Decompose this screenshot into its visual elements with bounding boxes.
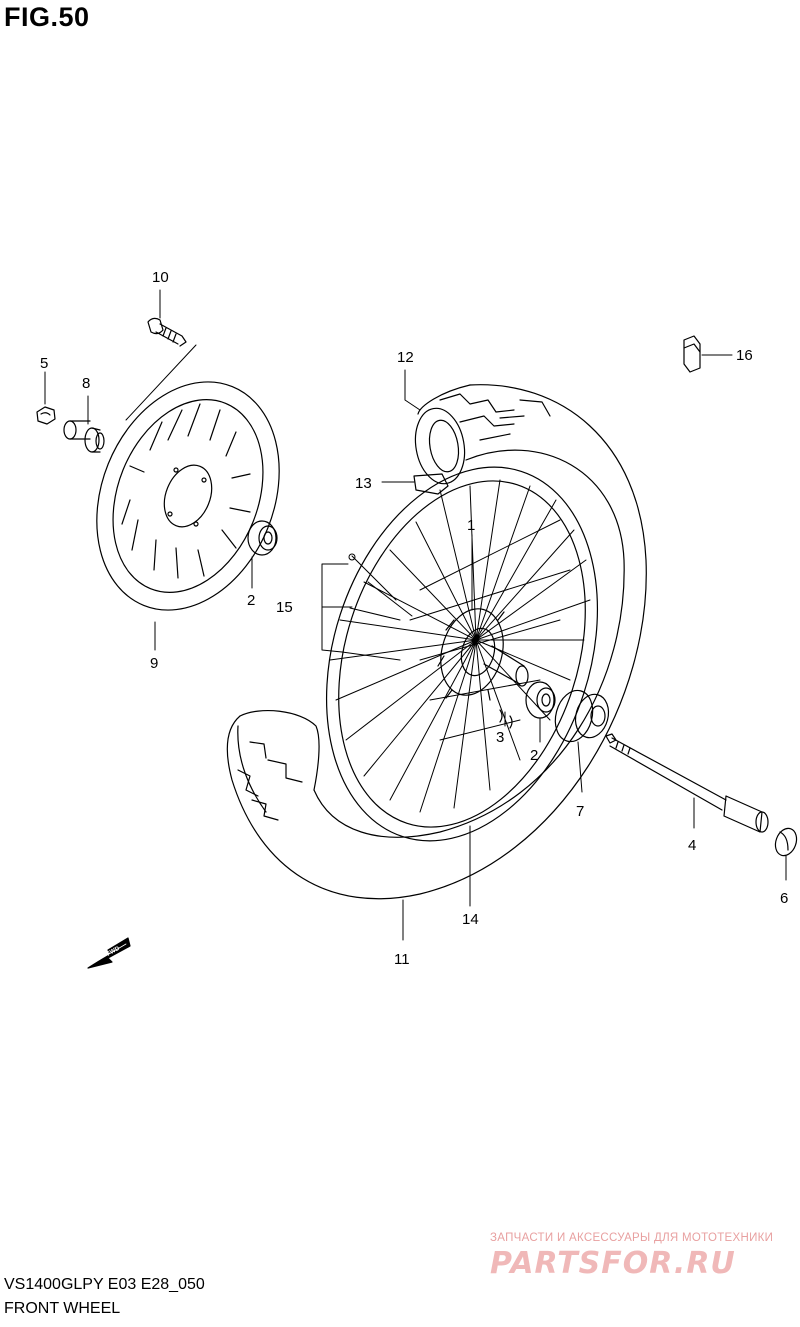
callout-7: 7 [576,803,584,820]
axle-cap [774,827,798,881]
callout-15: 15 [276,599,293,616]
callout-5: 5 [40,355,48,372]
valve-cap [683,335,733,373]
hex-nut [36,371,56,425]
callout-1: 1 [467,517,475,534]
watermark-brand: PARTSFOR.RU [490,1246,736,1281]
callout-10: 10 [152,269,169,286]
wheel-bearing-left [247,520,278,589]
collar-spacer [63,395,105,453]
callout-3: 3 [496,729,504,746]
wheel-hub [437,534,529,701]
wheel-rim [325,466,599,907]
callout-14: 14 [462,911,479,928]
section-name: FRONT WHEEL [4,1300,121,1317]
watermark-tagline: ЗАПЧАСТИ И АКСЕССУАРЫ ДЛЯ МОТОТЕХНИКИ [490,1232,774,1244]
axle-spacer [499,709,513,729]
wheel-bearing-right [525,681,556,743]
rim-band-valve [381,473,449,495]
model-code: VS1400GLPY E03 E28_050 [4,1276,205,1293]
callout-16: 16 [736,347,753,364]
callout-2-right: 2 [530,747,538,764]
callout-11: 11 [394,951,410,968]
forward-direction-arrow [87,937,131,969]
wheel-spokes [321,479,591,813]
callout-9: 9 [150,655,158,672]
figure-title: FIG.50 [4,2,90,32]
callout-13: 13 [355,475,372,492]
callout-4: 4 [688,837,696,854]
front-tire [226,384,647,900]
axle-collar [554,689,610,793]
callout-2-left: 2 [247,592,255,609]
front-axle [605,733,769,833]
brake-disc [96,344,280,651]
callout-12: 12 [397,349,414,366]
brake-disc-bolt [147,289,187,347]
callout-8: 8 [82,375,90,392]
callout-6: 6 [780,890,788,907]
